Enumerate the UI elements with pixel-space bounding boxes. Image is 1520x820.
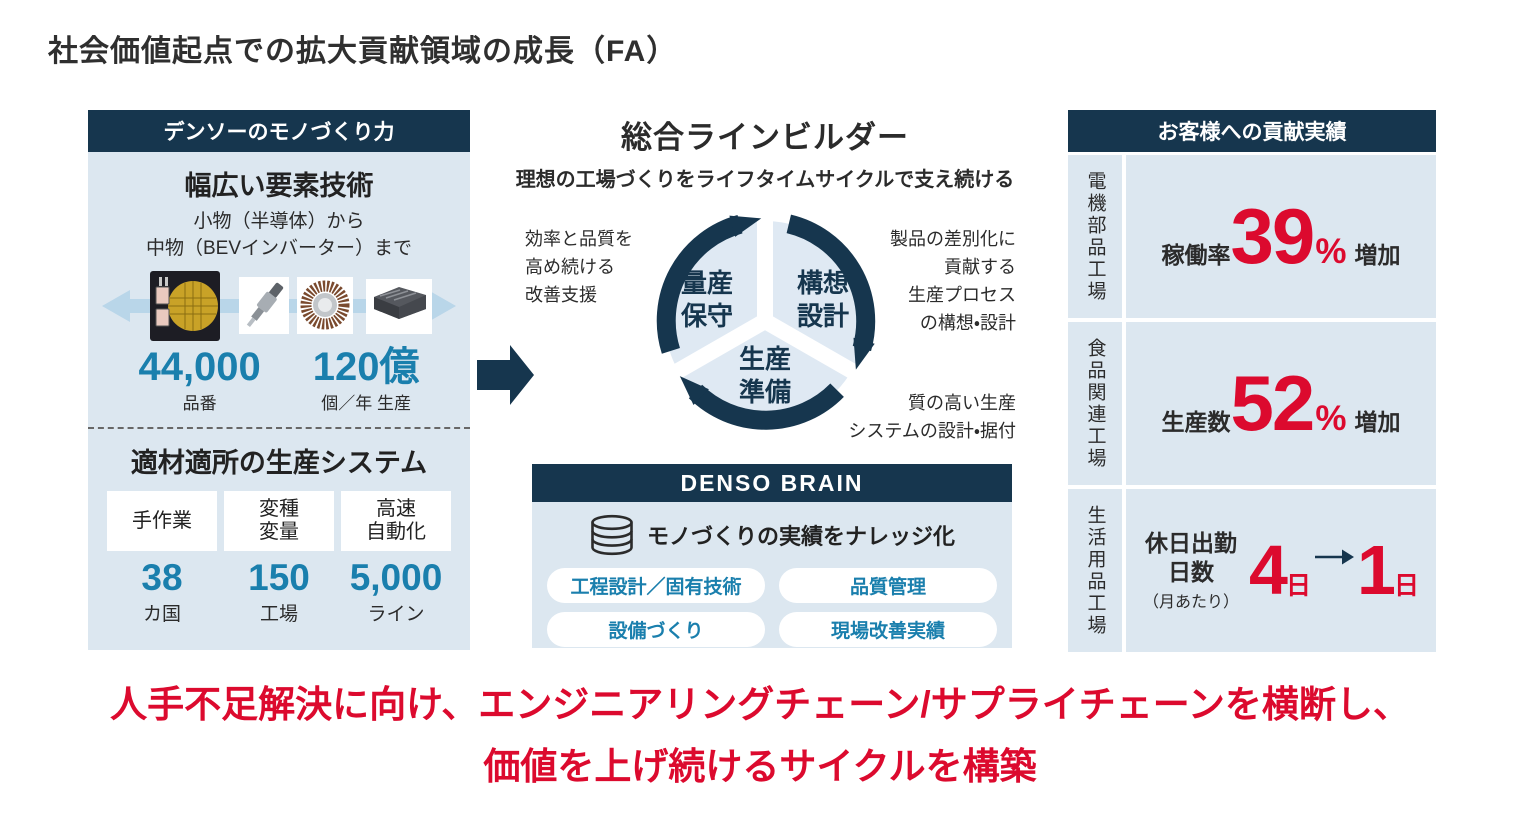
holiday-work-label-block: 休日出勤 日数 （月あたり） (1143, 529, 1239, 612)
element-tech-stats: 44,000 品番 120億 個／年 生産 (88, 346, 470, 414)
stat-part-numbers: 44,000 品番 (138, 346, 260, 414)
annotation-improvement-support: 効率と品質を 高め続ける 改善支援 (525, 229, 633, 305)
right-panel-header: お客様への貢献実績 (1068, 110, 1436, 152)
metric-name: 休日出勤 日数 (1145, 530, 1238, 585)
result-content: 休日出勤 日数 （月あたり） 4 日 1 日 (1126, 489, 1436, 652)
result-row-electrical-parts: 電機部品工場 稼働率 39 % 増加 (1068, 155, 1436, 318)
stat-countries: 38 カ国 (107, 557, 217, 626)
denso-brain-body: モノづくりの実績をナレッジ化 工程設計／固有技術 品質管理 設備づくり 現場改善… (532, 502, 1012, 648)
lifecycle-diagram: 量産 保守 構想 設計 生産 準備 (615, 193, 915, 455)
after-value: 1 (1357, 531, 1396, 610)
tag-equipment-building: 設備づくり (547, 612, 765, 647)
metric-note: （月あたり） (1143, 593, 1240, 611)
left-panel-body: 幅広い要素技術 小物（半導体）から 中物（BEVインバーター）まで (88, 152, 470, 650)
key-message: 人手不足解決に向け、エンジニアリングチェーン/サプライチェーンを横断し、 価値を… (0, 674, 1520, 790)
element-tech-heading: 幅広い要素技術 (184, 171, 374, 201)
stat-lines-label: ライン (367, 604, 425, 626)
cycle-segment-production-preparation: 生産 準備 (738, 344, 791, 407)
result-content: 稼働率 39 % 増加 (1126, 155, 1436, 318)
denso-brain-tags: 工程設計／固有技術 品質管理 設備づくり 現場改善実績 (532, 568, 1012, 647)
factory-label-cell: 生活用品工場 (1068, 489, 1122, 652)
cycle-segment-concept-design: 構想 設計 (796, 268, 849, 331)
result-row-food-related: 食品関連工場 生産数 52 % 増加 (1068, 322, 1436, 485)
motor-stator-icon (297, 277, 353, 335)
denso-brain-header: DENSO BRAIN (532, 464, 1012, 502)
left-panel-header: デンソーのモノづくり力 (88, 110, 470, 152)
result-content: 生産数 52 % 増加 (1126, 322, 1436, 485)
stat-countries-value: 38 (141, 557, 183, 599)
factory-label: 生活用品工場 (1084, 504, 1106, 637)
arc-concept-design (786, 214, 876, 370)
production-system-heading: 適材適所の生産システム (130, 448, 428, 479)
tag-quality-control: 品質管理 (779, 568, 997, 603)
stat-annual-production-label: 個／年 生産 (321, 394, 412, 414)
denso-brain-lead: モノづくりの実績をナレッジ化 (532, 514, 1012, 556)
denso-brain-lead-text: モノづくりの実績をナレッジ化 (646, 524, 955, 549)
annotation-system-installation: 質の高い生産 システムの設計・据付 (848, 393, 1016, 441)
page-title: 社会価値起点での拡大貢献領域の成長（FA） (48, 35, 678, 68)
denso-brain-panel: DENSO BRAIN モノづくりの実績をナレッジ化 工程設計／固有技術 品質管… (532, 464, 1012, 648)
results-rows: 電機部品工場 稼働率 39 % 増加 食品関連工場 生産 (1068, 155, 1436, 652)
method-high-speed-automation: 高速 自動化 (341, 491, 451, 552)
before-value: 4 (1249, 531, 1288, 610)
metric-suffix: 増加 (1354, 409, 1401, 436)
arc-production-prep (679, 376, 844, 430)
stat-part-numbers-label: 品番 (182, 394, 217, 414)
stat-lines: 5,000 ライン (341, 557, 451, 626)
element-tech-range: 小物（半導体）から 中物（BEVインバーター）まで (145, 211, 413, 259)
injector-icon (239, 277, 289, 335)
metric-suffix: 増加 (1354, 242, 1401, 269)
factory-label: 食品関連工場 (1084, 337, 1106, 470)
stat-plants: 150 工場 (224, 557, 334, 626)
lifecycle-cycle-graphic (656, 205, 876, 430)
stat-annual-production: 120億 個／年 生産 (313, 346, 420, 414)
semiconductor-wafer-icon (150, 271, 220, 342)
stat-lines-value: 5,000 (349, 557, 443, 599)
key-message-line1: 人手不足解決に向け、エンジニアリングチェーン/サプライチェーンを横断し、 (110, 684, 1410, 725)
product-range-graphic (102, 271, 456, 342)
factory-label-cell: 電機部品工場 (1068, 155, 1122, 318)
right-arrow-icon (1315, 549, 1354, 564)
product-range-strip (88, 270, 470, 342)
flow-arrow-icon (477, 345, 534, 405)
production-stats: 38 カ国 150 工場 5,000 ライン (88, 557, 470, 626)
dashed-divider (88, 427, 470, 430)
method-high-mix: 変種 変量 (224, 491, 334, 552)
stat-part-numbers-value: 44,000 (138, 345, 261, 390)
result-row-daily-goods: 生活用品工場 休日出勤 日数 （月あたり） 4 日 (1068, 489, 1436, 652)
stat-plants-label: 工場 (259, 604, 298, 626)
center-subtitle: 理想の工場づくりをライフタイムサイクルで支え続ける (515, 169, 1015, 191)
denso-capability-panel: デンソーのモノづくり力 幅広い要素技術 小物（半導体）から 中物（BEVインバー… (88, 110, 470, 650)
database-icon (591, 514, 633, 556)
after-unit: 日 (1393, 572, 1419, 601)
metric-name: 稼働率 (1161, 242, 1231, 269)
annotation-process-design: 製品の差別化に 貢献する 生産プロセス の構想・設計 (890, 229, 1016, 333)
tag-process-design: 工程設計／固有技術 (547, 568, 765, 603)
stat-countries-label: カ国 (142, 604, 181, 626)
metric-value: 52 (1230, 359, 1316, 448)
metric-unit: % (1315, 232, 1347, 272)
metric-name: 生産数 (1161, 409, 1231, 436)
center-title: 総合ラインビルダー (621, 120, 909, 155)
before-unit: 日 (1285, 572, 1311, 601)
tag-site-improvement: 現場改善実績 (779, 612, 997, 647)
cycle-segment-mass-production-maintenance: 量産 保守 (680, 268, 733, 331)
factory-label: 電機部品工場 (1084, 170, 1106, 303)
stat-plants-value: 150 (248, 557, 310, 599)
metric-value: 39 (1230, 192, 1316, 281)
method-manual: 手作業 (107, 491, 217, 552)
inverter-unit-icon (366, 279, 432, 335)
metric-unit: % (1315, 399, 1347, 439)
factory-label-cell: 食品関連工場 (1068, 322, 1122, 485)
key-message-line2: 価値を上げ続けるサイクルを構築 (483, 746, 1037, 787)
production-methods: 手作業 変種 変量 高速 自動化 (88, 491, 470, 552)
stat-annual-production-value: 120億 (312, 345, 420, 390)
arc-mass-maintenance (656, 215, 762, 354)
customer-results-panel: お客様への貢献実績 電機部品工場 稼働率 39 % 増加 食品関連工場 (1068, 110, 1436, 652)
